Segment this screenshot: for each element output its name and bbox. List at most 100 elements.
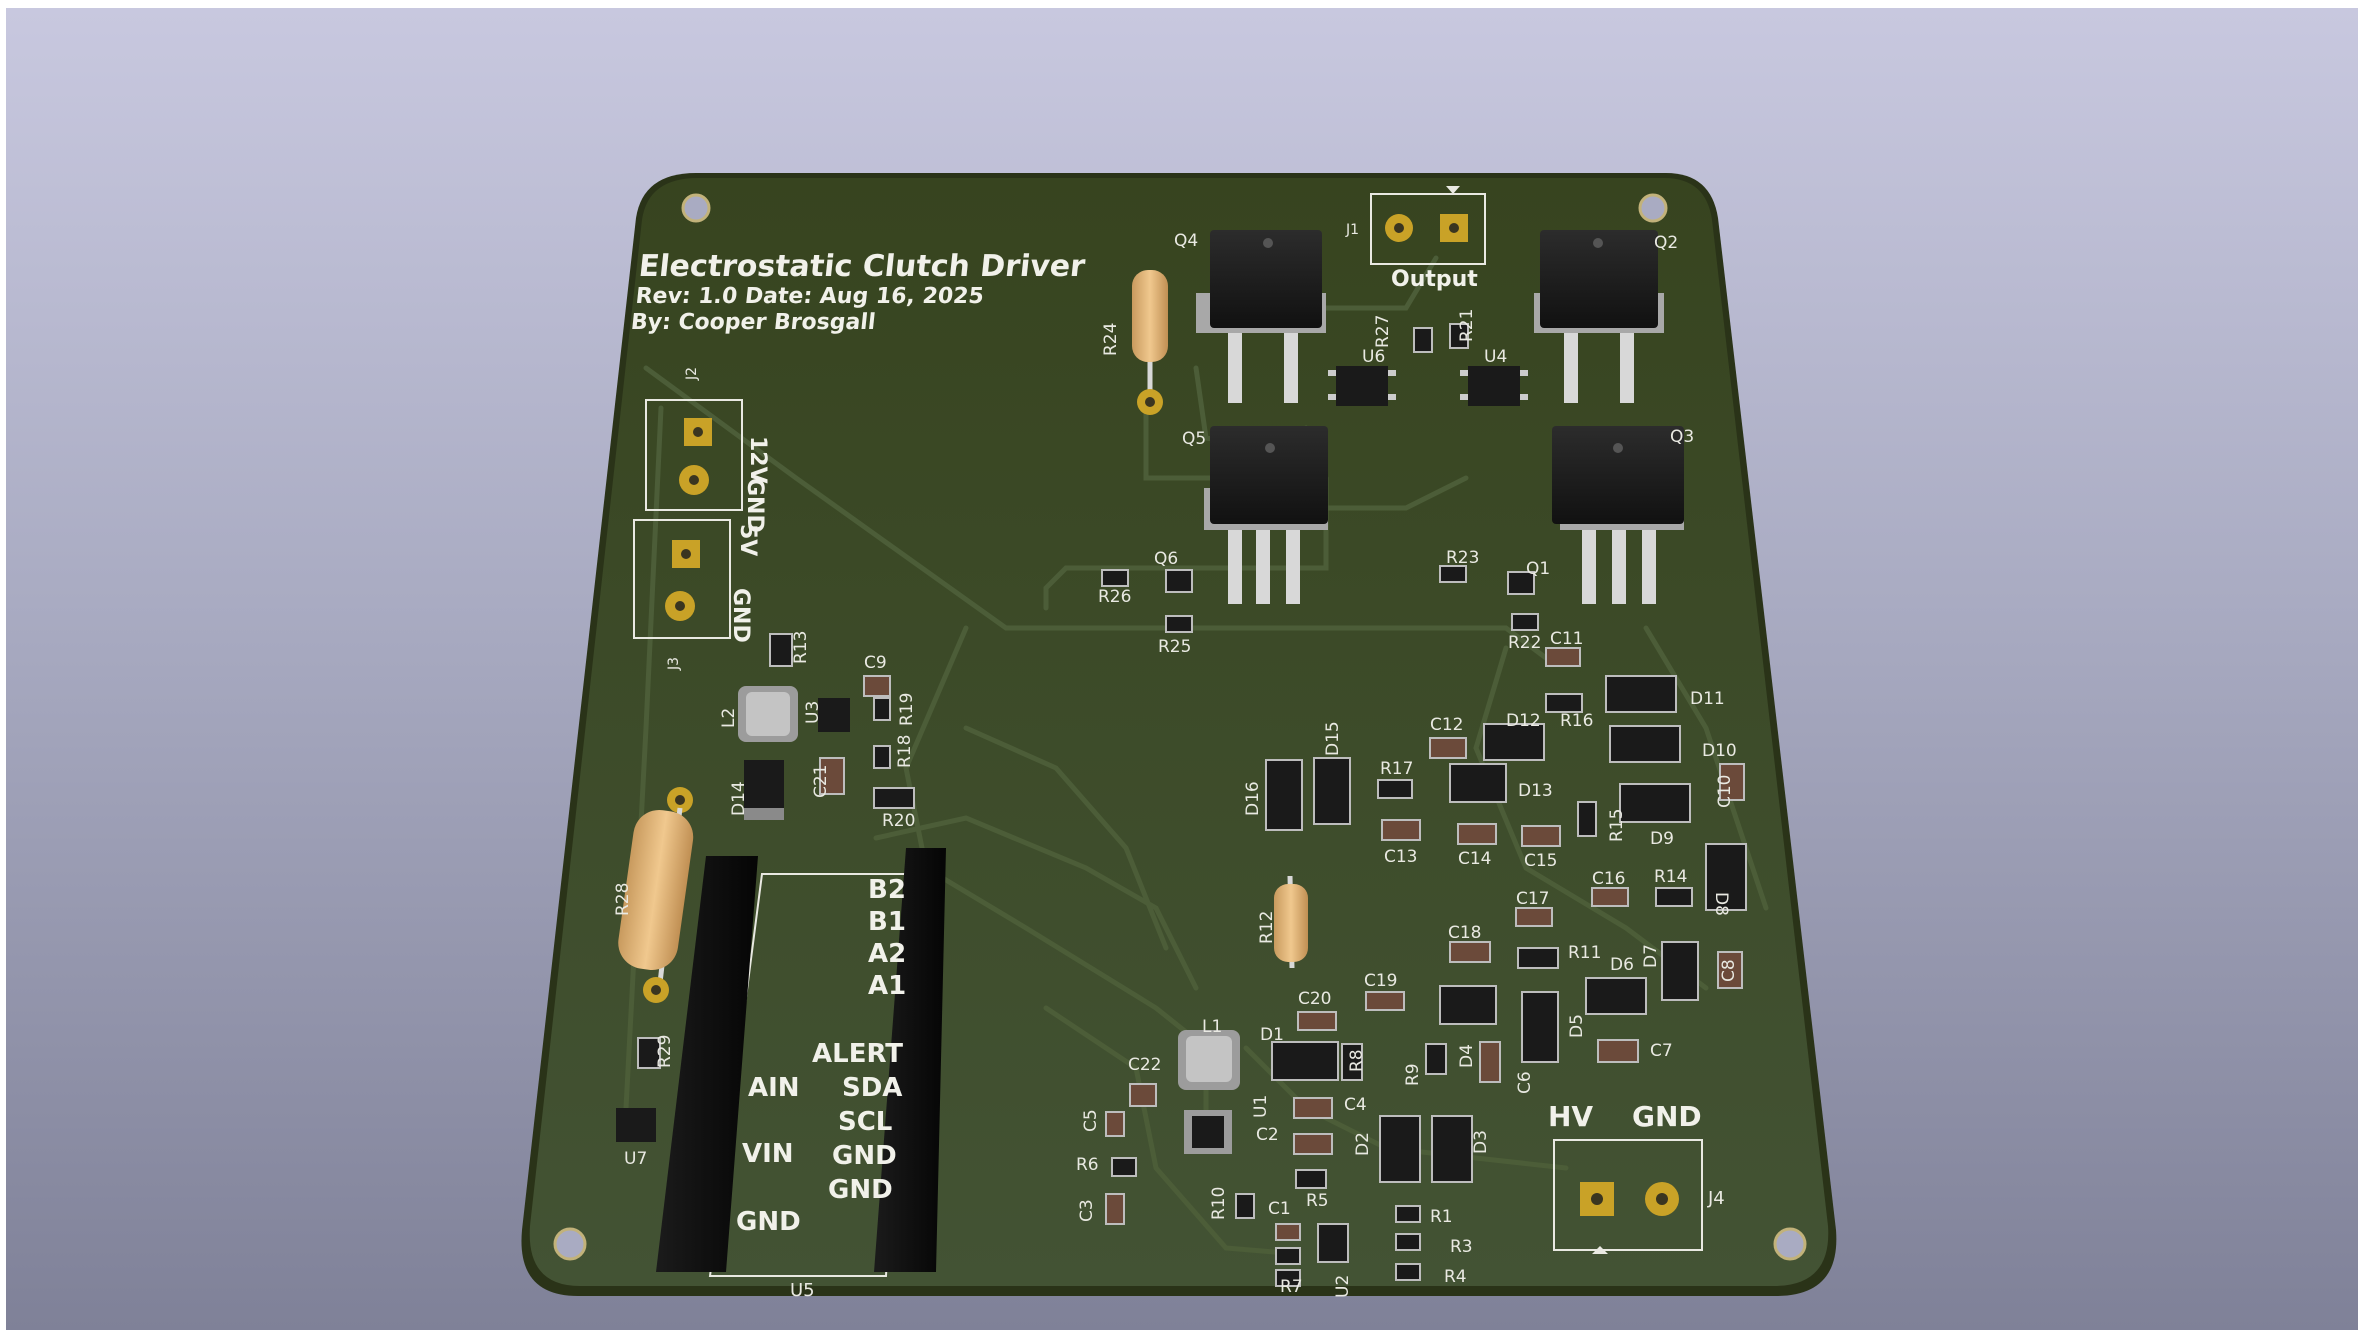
smd-part (1165, 615, 1193, 633)
smd-part (1275, 1269, 1301, 1287)
inductor-l2 (738, 686, 798, 742)
u5-pin-gnd-1: GND (832, 1141, 897, 1171)
smd-part (1517, 947, 1559, 969)
smd-part (1577, 801, 1597, 837)
resistor-r28 (618, 787, 694, 1003)
smd-part (1719, 763, 1745, 801)
j3-ref: J3 (666, 657, 682, 671)
smd-part (1341, 1043, 1363, 1081)
j4-right-label: GND (1632, 1100, 1702, 1133)
smd-part (863, 675, 891, 697)
j2-connector (645, 399, 743, 511)
smd-part (1105, 1111, 1125, 1137)
pcb-board (529, 178, 1829, 1286)
u5-pin-vin: VIN (742, 1139, 794, 1169)
u5-pin-scl: SCL (838, 1107, 892, 1137)
refdes-d14: D14 (729, 781, 749, 816)
smd-part (1377, 779, 1413, 799)
refdes-r26: R26 (1098, 587, 1131, 607)
smd-part (1449, 941, 1491, 963)
mosfet-q5 (1204, 426, 1328, 604)
refdes-d4: D4 (1457, 1044, 1477, 1068)
refdes-r10: R10 (1209, 1187, 1229, 1220)
smd-part (1395, 1205, 1421, 1223)
refdes-r16: R16 (1560, 711, 1593, 731)
smd-part (1483, 723, 1545, 761)
refdes-c8: C8 (1719, 959, 1739, 982)
mosfet-q4 (1196, 230, 1326, 403)
refdes-d10: D10 (1702, 741, 1737, 761)
refdes-c13: C13 (1384, 847, 1418, 867)
smd-part (1661, 941, 1699, 1001)
refdes-u3: U3 (803, 701, 823, 724)
refdes-c19: C19 (1364, 971, 1398, 991)
smd-part (873, 697, 891, 721)
ic-u7 (616, 1108, 656, 1142)
refdes-q3: Q3 (1670, 427, 1694, 447)
refdes-c14: C14 (1458, 849, 1492, 869)
j1-connector (1370, 186, 1486, 265)
refdes-r24: R24 (1101, 323, 1121, 356)
refdes-d3: D3 (1471, 1130, 1491, 1154)
refdes-c1: C1 (1268, 1199, 1291, 1219)
3d-viewer-viewport[interactable]: Electrostatic Clutch Driver Rev: 1.0 Dat… (6, 8, 2358, 1330)
smd-part (873, 787, 915, 809)
smd-part (1293, 1097, 1333, 1119)
smd-part (1165, 569, 1193, 593)
u5-pin-b1: B1 (868, 907, 906, 937)
refdes-r9: R9 (1403, 1063, 1423, 1086)
ic-u3 (818, 698, 850, 732)
refdes-d8: D8 (1711, 892, 1731, 916)
board-title: Electrostatic Clutch Driver (637, 249, 1087, 284)
smd-part (1413, 327, 1433, 353)
smd-components (637, 323, 1747, 1287)
refdes-d12: D12 (1506, 711, 1541, 731)
module-u5 (656, 848, 946, 1277)
smd-part (1295, 1169, 1327, 1189)
refdes-q2: Q2 (1654, 233, 1678, 253)
refdes-r19: R19 (897, 693, 917, 726)
refdes-c21: C21 (811, 764, 831, 798)
smd-part (1597, 1039, 1639, 1063)
smd-part (1105, 1193, 1125, 1225)
smd-part (1521, 825, 1561, 847)
refdes-r8: R8 (1347, 1049, 1367, 1072)
refdes-q6: Q6 (1154, 549, 1178, 569)
smd-part (1449, 323, 1469, 349)
refdes-d7: D7 (1641, 944, 1661, 968)
refdes-u2: U2 (1333, 1275, 1353, 1298)
smd-part (1449, 763, 1507, 803)
mounting-holes (553, 193, 1807, 1261)
j4-ref: J4 (1707, 1188, 1725, 1209)
u5-pin-ain: AIN (748, 1073, 800, 1103)
board-revision: Rev: 1.0 Date: Aug 16, 2025 (634, 284, 985, 309)
refdes-d13: D13 (1518, 781, 1553, 801)
u5-pin-b2: B2 (868, 875, 906, 905)
refdes-l1: L1 (1202, 1017, 1222, 1037)
inductor-l1 (1178, 1030, 1240, 1090)
board-author: By: Cooper Brosgall (630, 310, 877, 335)
refdes-c12: C12 (1430, 715, 1464, 735)
refdes-r27: R27 (1373, 315, 1393, 348)
refdes-r29: R29 (655, 1035, 675, 1068)
refdes-u6: U6 (1362, 347, 1385, 367)
j3-connector (633, 519, 731, 639)
smd-part (1111, 1157, 1137, 1177)
smd-part (873, 745, 891, 769)
j2-top-label: 12V (745, 436, 770, 484)
smd-part (1507, 571, 1535, 595)
refdes-c10: C10 (1715, 774, 1735, 808)
smd-part (1235, 1193, 1255, 1219)
smd-part (1271, 1041, 1339, 1081)
refdes-c22: C22 (1128, 1055, 1162, 1075)
smd-part (1395, 1263, 1421, 1281)
refdes-r21: R21 (1457, 309, 1477, 342)
refdes-d9: D9 (1650, 829, 1674, 849)
j2-ref: J2 (684, 367, 700, 381)
u5-pin-alert: ALERT (812, 1039, 903, 1069)
smd-part (1313, 757, 1351, 825)
u5-pin-gnd-2: GND (828, 1175, 893, 1205)
refdes-c5: C5 (1081, 1109, 1101, 1132)
refdes-r5: R5 (1306, 1191, 1329, 1211)
